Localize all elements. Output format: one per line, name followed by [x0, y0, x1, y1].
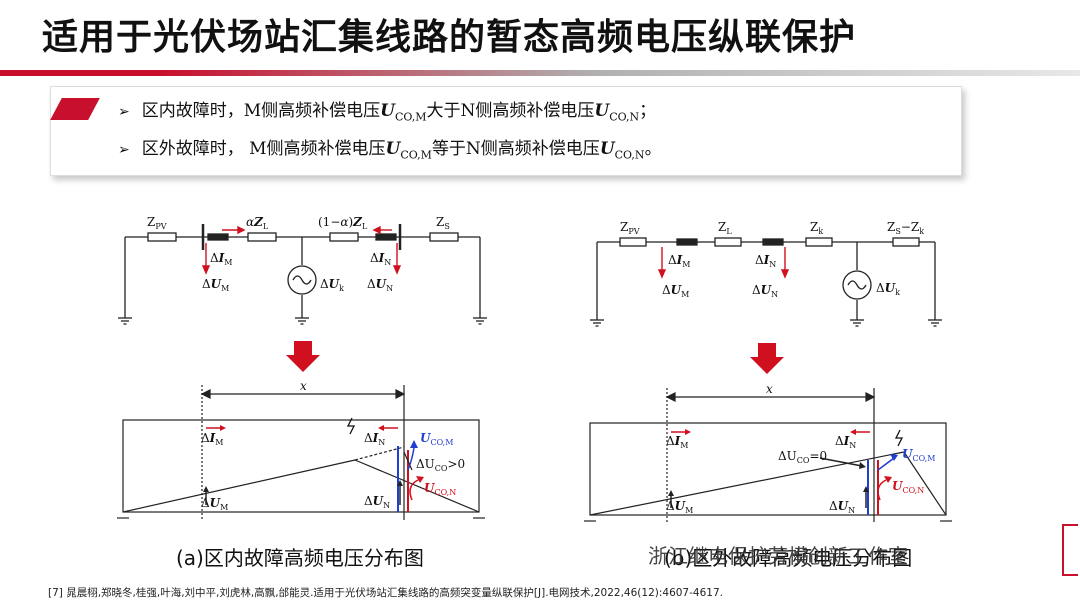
bullet-internal-fault: ➢区内故障时，M侧高频补偿电压UCO,M大于N侧高频补偿电压UCO,N；: [118, 101, 657, 124]
left-circuit-red-arrows: [201, 225, 402, 275]
svg-text:ΔUM: ΔUM: [202, 277, 229, 293]
svg-text:ΔIM: ΔIM: [201, 431, 224, 447]
svg-text:ΔUM: ΔUM: [666, 499, 693, 515]
caption-external-fault: (b)区外故障高频电压分布图: [664, 546, 913, 570]
caption-internal-fault: (a)区内故障高频电压分布图: [176, 546, 424, 570]
bullet-external-fault: ➢区外故障时， M侧高频补偿电压UCO,M等于N侧高频补偿电压UCO,N。: [118, 139, 662, 162]
title-underline: [0, 70, 1080, 76]
right-circuit-red-arrows: [657, 247, 790, 279]
svg-text:(1−α)ZL: (1−α)ZL: [318, 215, 368, 231]
right-distribution-labels: x ΔIM ΔIN ΔUM ΔUN ΔUCO=0 UCO,M UCO,N: [666, 382, 935, 515]
corner-bracket-icon: [1062, 524, 1078, 576]
bullet-arrow-icon: ➢: [118, 142, 130, 158]
svg-text:Zk: Zk: [810, 220, 823, 236]
svg-text:ΔUCO>0: ΔUCO>0: [416, 457, 465, 473]
left-distribution-arrows: [203, 425, 424, 505]
svg-text:ΔUk: ΔUk: [876, 281, 900, 297]
summary-box: [50, 86, 962, 176]
svg-text:UCO,M: UCO,M: [902, 447, 935, 463]
right-circuit-labels: ZPV ZL Zk ZS−Zk ΔIM ΔIN ΔUM ΔUN ΔUk: [620, 220, 924, 299]
page-title: 适用于光伏场站汇集线路的暂态高频电压纵联保护: [42, 17, 857, 58]
svg-text:UCO,N: UCO,N: [892, 479, 924, 495]
svg-text:ZPV: ZPV: [147, 215, 167, 231]
svg-text:ΔIN: ΔIN: [755, 253, 776, 269]
svg-text:ΔUN: ΔUN: [367, 277, 393, 293]
svg-text:ΔIM: ΔIM: [210, 251, 233, 267]
down-arrow-icon: [286, 341, 784, 374]
fault-bolt-icon: [346, 417, 904, 447]
svg-text:x: x: [766, 382, 773, 396]
svg-text:ZS−Zk: ZS−Zk: [887, 220, 924, 236]
svg-text:ΔUN: ΔUN: [364, 494, 390, 510]
svg-text:ΔUN: ΔUN: [752, 283, 778, 299]
svg-text:ZS: ZS: [436, 215, 450, 231]
svg-text:ΔIM: ΔIM: [666, 434, 689, 450]
left-distribution-diagram: [117, 385, 485, 520]
svg-text:ΔIN: ΔIN: [835, 434, 856, 450]
left-circuit: [118, 224, 487, 325]
svg-text:ΔUM: ΔUM: [662, 283, 689, 299]
right-distribution-arrows: [668, 429, 898, 508]
svg-text:UCO,N: UCO,N: [424, 481, 456, 497]
svg-text:ΔUN: ΔUN: [829, 499, 855, 515]
watermark: 浙江继电保护劳模创新工作室: [648, 544, 908, 568]
svg-text:ΔUk: ΔUk: [320, 277, 344, 293]
svg-text:ZPV: ZPV: [620, 220, 640, 236]
bullet-arrow-icon: ➢: [118, 104, 130, 120]
svg-text:ΔIM: ΔIM: [668, 253, 691, 269]
svg-text:UCO,M: UCO,M: [420, 431, 453, 447]
svg-text:ΔUM: ΔUM: [201, 496, 228, 512]
left-circuit-labels: ZPV αZL (1−α)ZL ZS ΔIM ΔIN ΔUM ΔUN ΔUk: [147, 215, 450, 293]
left-distribution-labels: x ΔIM ΔIN ΔUM ΔUN ΔUCO>0 UCO,M UCO,N: [201, 379, 465, 512]
right-circuit: [590, 237, 942, 327]
svg-text:ZL: ZL: [718, 220, 732, 236]
svg-text:ΔIN: ΔIN: [370, 251, 391, 267]
svg-text:ΔUCO=0: ΔUCO=0: [778, 449, 827, 465]
svg-text:αZL: αZL: [246, 215, 269, 231]
svg-text:ΔIN: ΔIN: [364, 431, 385, 447]
reference-citation: [7] 晁晨栩,郑晓冬,桂强,叶海,刘中平,刘虎林,高飘,邰能灵.适用于光伏场站…: [48, 587, 723, 599]
right-distribution-diagram: [584, 388, 952, 522]
svg-text:x: x: [300, 379, 307, 393]
